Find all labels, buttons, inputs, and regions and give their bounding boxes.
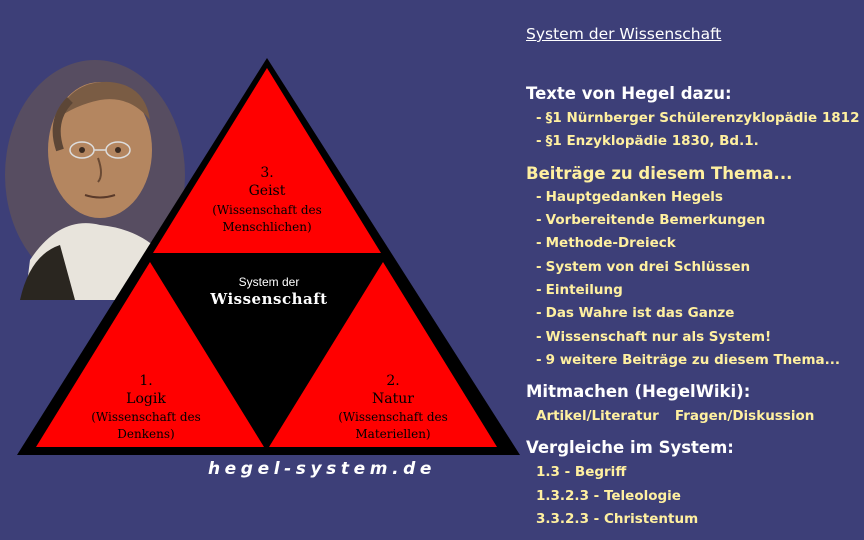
natur-number: 2. xyxy=(386,373,399,389)
logik-title: Logik xyxy=(126,391,166,407)
wiki-link-articles[interactable]: Artikel/Literatur xyxy=(536,408,659,424)
natur-subtitle-2: Materiellen) xyxy=(355,427,430,441)
wiki-heading: Mitmachen (HegelWiki): xyxy=(526,382,751,401)
geist-subtitle-2: Menschlichen) xyxy=(222,220,311,234)
geist-title: Geist xyxy=(249,183,286,199)
compare-link-1[interactable]: 1.3 - Begriff xyxy=(536,464,627,480)
geist-triangle xyxy=(153,68,381,253)
contrib-link-6[interactable]: -Das Wahre ist das Ganze xyxy=(536,305,735,321)
contrib-link-8[interactable]: -9 weitere Beiträge zu diesem Thema... xyxy=(536,352,841,368)
logik-subtitle-1: (Wissenschaft des xyxy=(91,410,201,424)
compare-link-2[interactable]: 1.3.2.3 - Teleologie xyxy=(536,488,681,504)
text-link-2[interactable]: -§1 Enzyklopädie 1830, Bd.1. xyxy=(536,133,759,149)
texts-heading: Texte von Hegel dazu: xyxy=(526,84,732,103)
text-link-1[interactable]: -§1 Nürnberger Schülerenzyklopädie 1812 xyxy=(536,110,860,126)
natur-title: Natur xyxy=(372,391,414,407)
natur-subtitle-1: (Wissenschaft des xyxy=(338,410,448,424)
geist-number: 3. xyxy=(260,165,273,181)
center-label-small: System der xyxy=(239,275,300,289)
contrib-link-1[interactable]: -Hauptgedanken Hegels xyxy=(536,189,723,205)
right-panel: System der Wissenschaft Texte von Hegel … xyxy=(526,0,864,536)
contrib-link-4[interactable]: -System von drei Schlüssen xyxy=(536,259,751,275)
wiki-links: Artikel/Literatur Fragen/Diskussion xyxy=(536,408,814,424)
natur-triangle xyxy=(269,262,497,447)
geist-subtitle-1: (Wissenschaft des xyxy=(212,203,322,217)
contrib-link-2[interactable]: -Vorbereitende Bemerkungen xyxy=(536,212,766,228)
contrib-heading[interactable]: Beiträge zu diesem Thema... xyxy=(526,164,793,183)
compare-link-3[interactable]: 3.3.2.3 - Christentum xyxy=(536,511,699,527)
contrib-link-7[interactable]: -Wissenschaft nur als System! xyxy=(536,329,772,345)
logik-subtitle-2: Denkens) xyxy=(117,427,174,441)
logik-triangle xyxy=(36,262,264,447)
compare-heading: Vergleiche im System: xyxy=(526,438,734,457)
system-der-wissenschaft-link[interactable]: System der Wissenschaft xyxy=(526,25,722,43)
center-label-big: Wissenschaft xyxy=(209,290,327,308)
logik-number: 1. xyxy=(139,373,152,389)
site-name[interactable]: hegel-system.de xyxy=(208,459,436,479)
contrib-link-5[interactable]: -Einteilung xyxy=(536,282,623,298)
contrib-link-3[interactable]: -Methode-Dreieck xyxy=(536,235,676,251)
wiki-link-questions[interactable]: Fragen/Diskussion xyxy=(674,408,815,424)
